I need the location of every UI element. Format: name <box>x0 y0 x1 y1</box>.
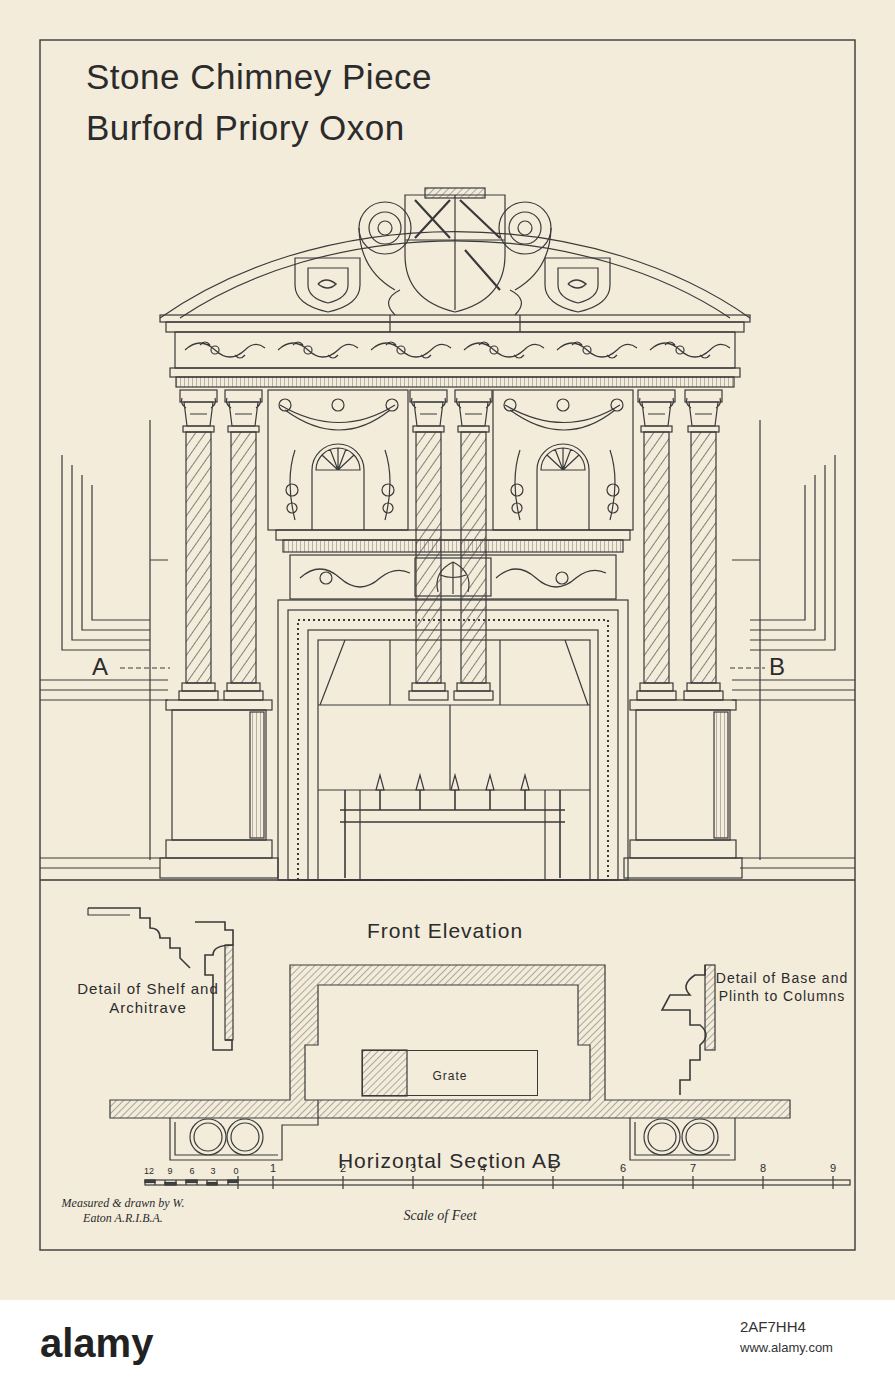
watermark-logo: alamy <box>40 1318 153 1368</box>
scale-number: 5 <box>550 1162 556 1176</box>
section-mark: B <box>769 652 785 682</box>
scale-number: 1 <box>270 1162 276 1176</box>
view-title: Front Elevation <box>367 918 523 944</box>
watermark-url: www.alamy.com <box>740 1340 833 1356</box>
scale-caption: Scale of Feet <box>403 1207 476 1225</box>
scale-number: 0 <box>233 1166 238 1177</box>
view-title: Horizontal Section AB <box>338 1148 562 1174</box>
detail-title: Detail of Shelf and Architrave <box>48 980 248 1018</box>
image-id: 2AF7HH4 <box>740 1318 806 1337</box>
scale-number: 9 <box>830 1162 836 1176</box>
scale-number: 3 <box>210 1166 215 1177</box>
grate-outline: Grate <box>362 1050 538 1096</box>
scale-number: 3 <box>410 1162 416 1176</box>
scale-number: 7 <box>690 1162 696 1176</box>
detail-title: Detail of Base and Plinth to Columns <box>712 970 852 1005</box>
section-mark: A <box>92 652 108 682</box>
scale-number: 12 <box>144 1166 154 1177</box>
scale-number: 6 <box>620 1162 626 1176</box>
scale-number: 8 <box>760 1162 766 1176</box>
scale-number: 2 <box>340 1162 346 1176</box>
scale-number: 6 <box>189 1166 194 1177</box>
drawing-title: Stone Chimney Piece Burford Priory Oxon <box>86 52 471 154</box>
scale-number: 4 <box>480 1162 486 1176</box>
node-text: Grate <box>429 1069 470 1083</box>
scale-number: 9 <box>167 1166 172 1177</box>
draughtsman-note: Measured & drawn by W. Eaton A.R.I.B.A. <box>48 1196 198 1226</box>
